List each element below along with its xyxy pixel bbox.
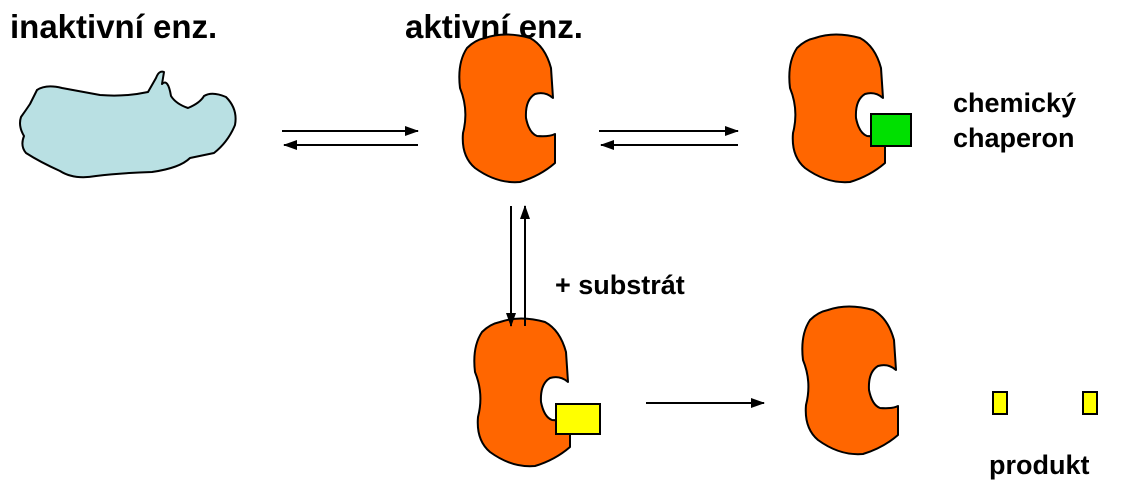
es-enzyme-shape (473, 317, 571, 468)
product-block-2 (1082, 391, 1098, 415)
inactive-enzyme-shape (19, 70, 237, 179)
chaperone-label-line2: chaperon (953, 123, 1075, 153)
inactive-enzyme-label: inaktivní enz. (10, 8, 218, 45)
complex-enzyme-shape (788, 33, 886, 184)
free-enzyme-shape (801, 305, 899, 456)
enzyme-chaperone-complex (788, 33, 912, 184)
substrate-block (555, 403, 601, 435)
enzyme-substrate-complex (473, 317, 601, 468)
chaperone-label-line1: chemický (953, 88, 1077, 118)
active-enzyme-shape (458, 33, 556, 184)
substrate-label: + substrát (555, 270, 685, 300)
chaperone-label: chemický chaperon (953, 86, 1076, 156)
product-label: produkt (989, 450, 1090, 480)
chemical-chaperone-block (870, 113, 912, 147)
product-block-1 (992, 391, 1008, 415)
